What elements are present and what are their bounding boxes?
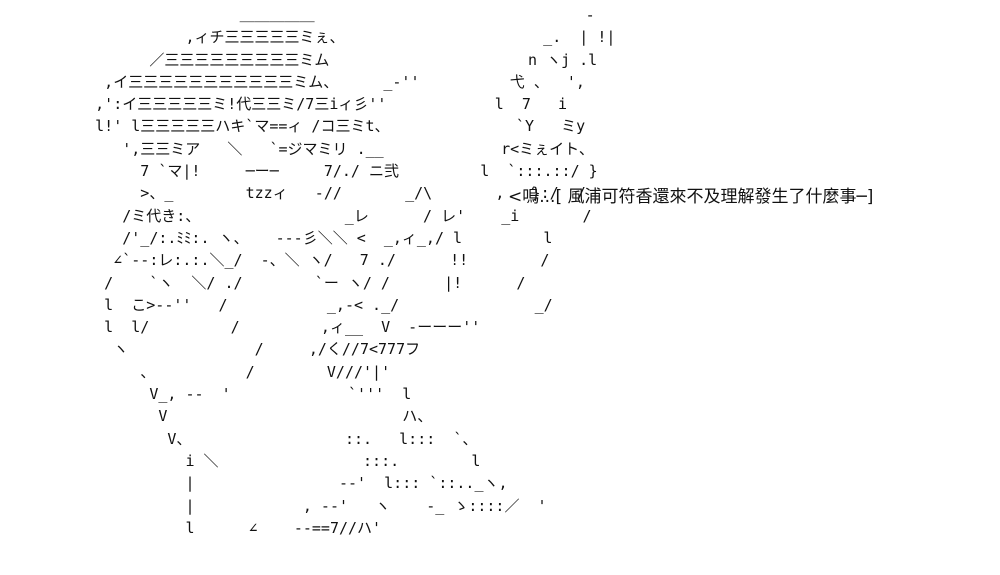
ascii-art-line: V_, -- ' `''' l <box>50 385 412 404</box>
ascii-art-figure: ＿＿＿＿＿ - ,ィチ三三三三三ミぇ、 _. | !| ／三三三三三三三三三ミム… <box>50 4 615 539</box>
ascii-art-line: ヽ / ,/く//7<777フ <box>50 340 421 359</box>
ascii-art-line: ,':イ三三三三三ミ!代三三ミ/7三iィ彡'' l 7 i <box>50 95 568 114</box>
ascii-art-line: 7 `マ|! ─ー─ 7/./ ニ弐 l `:::.::/ } <box>50 162 598 181</box>
ascii-art-line: | --' l::: `::.._ヽ, <box>50 474 508 493</box>
ascii-art-line: / `ヽ ＼/ ./ `ー ヽ/ / |! / <box>50 273 526 292</box>
ascii-art-line: ∠`--:レ:.:.＼_/ -、＼ ヽ/ 7 ./ !! / <box>50 251 550 270</box>
ascii-art-line: l ∠ --==7//ハ' <box>50 518 382 537</box>
ascii-art-line: i ＼ :::. l <box>50 451 481 470</box>
ascii-art-line: l!' l三三三三三ハキ`マ==ィ /コ三ミt、 `Y ミy <box>50 117 586 136</box>
ascii-art-line: ,ィチ三三三三三ミぇ、 _. | !| <box>50 28 616 47</box>
ascii-art-line: 、 / V///'|' <box>50 362 391 381</box>
ascii-art-line: >、_ tzzィ -// _/\ , }:/ / <box>50 184 586 203</box>
ascii-art-line: l l/ / ,ィ__ V -ーーー'' <box>50 318 481 337</box>
ascii-art-line: ＿＿＿＿＿ - <box>50 6 595 24</box>
ascii-art-line: ／三三三三三三三三三ミム n ヽj .l <box>50 50 598 69</box>
ascii-art-line: | , --' ヽ -_ ゝ::::／ ' <box>50 496 547 515</box>
ascii-art-line: /ミ代き:、 _レ / レ' _i / <box>50 206 592 225</box>
ascii-art-line: ,イ三三三三三三三三三三三ミム、 _-'' 弋 、 ', <box>50 72 585 91</box>
ascii-art-line: /'_/:.ﾐﾐ:. ヽ、 ---彡＼＼ < _,ィ_,/ l l <box>50 228 553 247</box>
ascii-art-line: l こ>--'' / _,-< ._/ _/ <box>50 295 553 314</box>
dialogue-caption: <嗚...[ 風浦可符香還來不及理解發生了什麼事─] <box>508 187 874 207</box>
ascii-art-line: ',三三ミア ＼ `=ジマミリ .__ r<ミぇイト、 <box>50 139 594 158</box>
ascii-art-line: V、 ::. l::: `、 <box>50 429 478 448</box>
ascii-art-line: V ハ、 <box>50 407 433 426</box>
